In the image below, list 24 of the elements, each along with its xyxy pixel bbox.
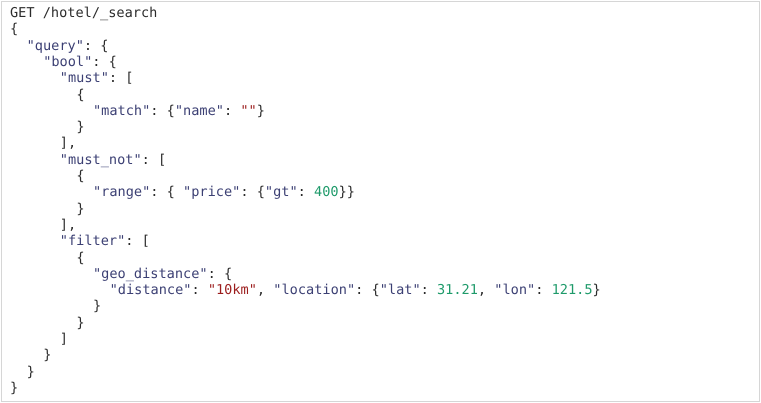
code-line: { <box>10 21 18 38</box>
request-line: GET /hotel/_search <box>10 5 158 21</box>
code-line: "must_not": [ <box>60 152 166 168</box>
code-line: } <box>76 119 85 136</box>
code-line: } <box>76 200 85 217</box>
code-line: "range": { "price": {"gt": 400}} <box>93 184 355 200</box>
code-line: ] <box>60 331 68 347</box>
code-line: { <box>76 250 85 266</box>
code-line: "must": [ <box>60 70 134 86</box>
code-line: } <box>76 314 85 331</box>
code-line: "bool": { <box>43 54 117 70</box>
code-line: { <box>76 168 85 184</box>
code-line: } <box>26 364 35 380</box>
code-line: { <box>76 86 85 102</box>
code-line: } <box>10 380 18 396</box>
code-line: "filter": [ <box>60 233 150 250</box>
code-line: "match": {"name": ""} <box>93 102 265 119</box>
code-line: "query": { <box>26 38 108 54</box>
code-line: "distance": "10km", "location": {"lat": 31.21, "lon": 121.5} <box>110 282 601 298</box>
code-line: ], <box>60 135 76 152</box>
code-line: ], <box>60 216 76 233</box>
code-line: "geo_distance": { <box>93 266 232 282</box>
code-line: } <box>93 298 102 314</box>
code-line: } <box>43 347 52 364</box>
